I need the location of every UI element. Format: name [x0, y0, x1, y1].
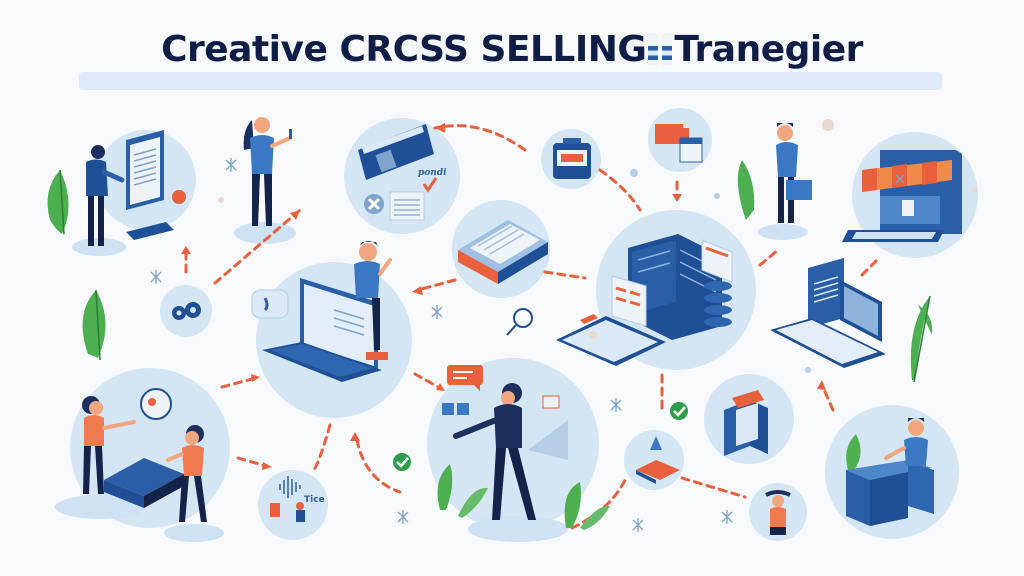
server-icon [556, 234, 733, 366]
price-tag-icon [655, 124, 703, 163]
title-part-1: Creative CRCSS SELLING [161, 29, 647, 70]
kiosk-icon [86, 130, 186, 246]
laptop-icon [251, 241, 392, 382]
shopper-floor-shadow [758, 224, 808, 240]
launch-icon [636, 436, 680, 484]
laptop-docs-icon [770, 258, 933, 380]
presenter-floor-shadow [468, 516, 568, 542]
sparkle-icons [150, 158, 905, 532]
kiosk-floor-shadow [72, 238, 126, 256]
presentation-icon [437, 365, 610, 530]
arrowheads [181, 123, 826, 470]
cart-small-icon [296, 510, 305, 522]
books-icon [82, 388, 207, 522]
wallet-icon [358, 124, 438, 221]
shopping-bag-icon [737, 123, 812, 223]
page-title: Creative CRCSS SELLING Tranegier [0, 28, 1024, 72]
wallet-script-label: pondi [418, 168, 447, 178]
pos-terminal-icon [553, 138, 591, 179]
flow-arrows [184, 124, 882, 530]
panel-voice-analytics [258, 470, 328, 540]
check-mark-icons [393, 402, 688, 471]
girl-thinking-icon [765, 490, 791, 535]
desk-icon [846, 418, 934, 526]
gears-icon [172, 302, 201, 320]
title-underline-band [79, 72, 942, 90]
soundwave-icon [279, 476, 301, 498]
bottle-icon-2 [662, 33, 673, 65]
phone-woman-icon [243, 117, 292, 226]
title-part-2: Tranegier [674, 29, 863, 70]
shopping-bag-small-icon [270, 503, 280, 517]
file-box-icon [724, 390, 768, 456]
bottle-icon [648, 33, 659, 65]
storefront-icon [842, 150, 962, 242]
leaf-decorations [47, 170, 106, 358]
document-tray-icon [458, 220, 548, 284]
search-icon [506, 308, 533, 336]
team-books-floor-shadow-2 [164, 524, 224, 542]
voice-analytics-text: Tice [304, 495, 325, 505]
